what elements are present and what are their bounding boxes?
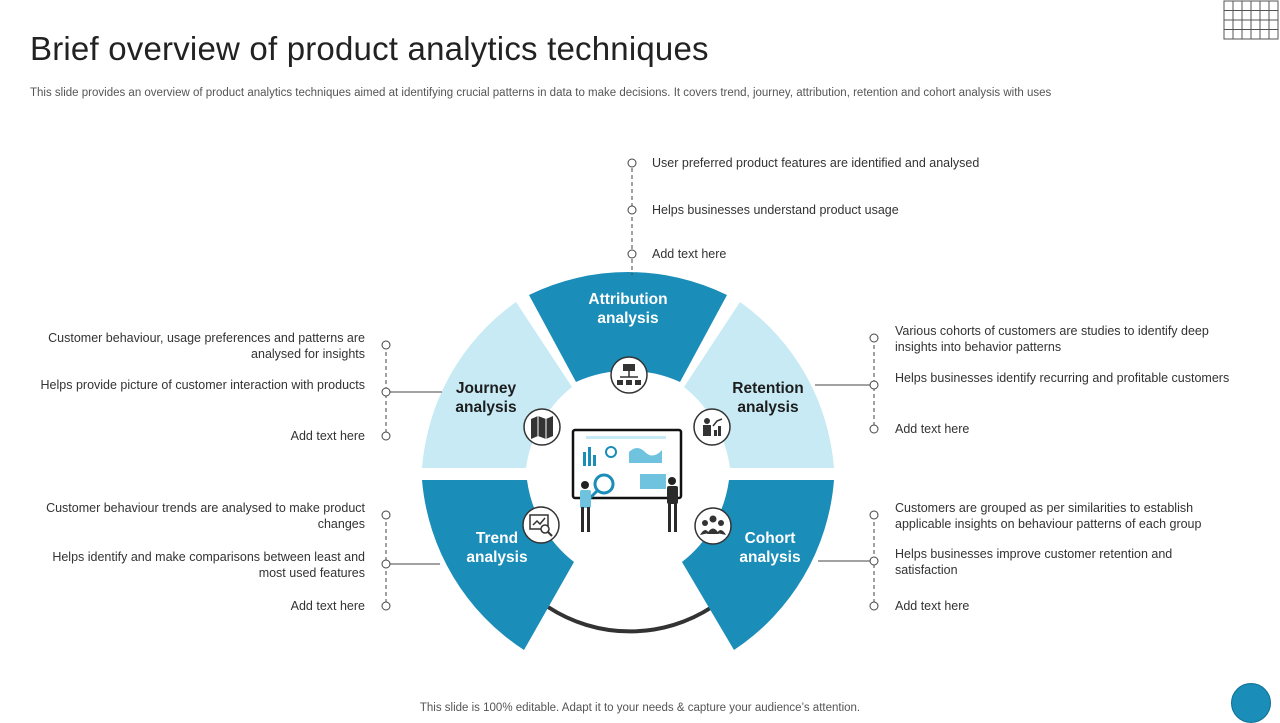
retention-point-1: Various cohorts of customers are studies… (895, 324, 1209, 354)
journey-point-2: Helps provide picture of customer intera… (40, 378, 365, 392)
cohort-point-3: Add text here (895, 599, 970, 613)
retention-label: Retention analysis (732, 380, 804, 416)
attribution-label: Attribution analysis (588, 291, 668, 327)
trend-point-1: Customer behaviour trends are analysed t… (46, 501, 365, 531)
analytics-magnifier-icon (522, 506, 560, 544)
attribution-point-3: Add text here (652, 247, 727, 261)
growth-chart-icon (693, 408, 731, 446)
presentation-board-illustration (571, 428, 683, 532)
hierarchy-icon (610, 356, 648, 394)
page-title: Brief overview of product analytics tech… (30, 30, 709, 67)
cohort-point-2: Helps businesses improve customer retent… (895, 547, 1173, 577)
segment-attribution (529, 272, 727, 382)
trend-label: Trend analysis (466, 530, 528, 566)
page-subtitle: This slide provides an overview of produ… (30, 87, 1052, 99)
cohort-point-1: Customers are grouped as per similaritie… (895, 501, 1202, 531)
trend-point-3: Add text here (290, 599, 365, 613)
footer-note: This slide is 100% editable. Adapt it to… (419, 702, 861, 714)
cohort-label: Cohort analysis (739, 530, 801, 566)
bottom-arc (546, 605, 714, 634)
retention-point-2: Helps businesses identify recurring and … (895, 371, 1230, 385)
attribution-point-1: User preferred product features are iden… (652, 156, 980, 170)
trend-point-2: Helps identify and make comparisons betw… (52, 550, 365, 580)
group-icon (694, 507, 732, 545)
attribution-point-2: Helps businesses understand product usag… (652, 203, 899, 217)
retention-point-3: Add text here (895, 422, 970, 436)
journey-point-1: Customer behaviour, usage preferences an… (48, 331, 365, 361)
journey-label: Journey analysis (455, 380, 517, 416)
journey-point-3: Add text here (290, 429, 365, 443)
grid-icon (1223, 0, 1279, 40)
corner-circle-icon (1231, 683, 1271, 723)
map-icon (523, 408, 561, 446)
